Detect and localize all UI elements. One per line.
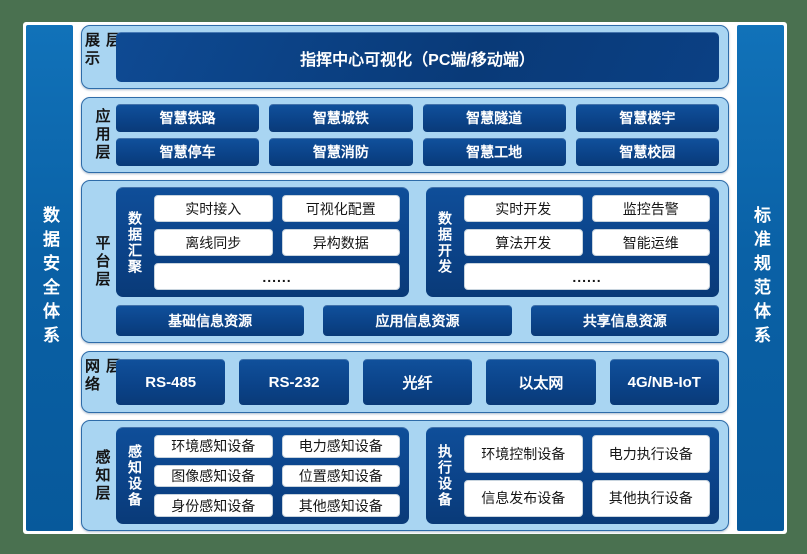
panel-network-layer: 网络层 RS-485 RS-232 光纤 以太网 4G/NB-IoT: [81, 350, 729, 413]
development-item: 算法开发: [464, 229, 583, 256]
diagram-canvas: 数据安全体系 展示层 指挥中心可视化（PC端/移动端） 应用层 智慧铁路 智慧城…: [23, 22, 787, 534]
app-box: 智慧城铁: [269, 103, 413, 132]
sensing-device-label: 感知设备: [127, 444, 143, 508]
network-box: 光纤: [362, 358, 473, 405]
aggregation-item: 异构数据: [281, 229, 400, 256]
network-box: 以太网: [486, 358, 596, 405]
aggregation-item: 可视化配置: [281, 195, 400, 222]
data-security-label: 数据安全体系: [40, 206, 59, 350]
network-grid: RS-485 RS-232 光纤 以太网 4G/NB-IoT: [116, 358, 719, 406]
platform-layer-label: 平台层: [93, 234, 111, 289]
development-item: 监控告警: [591, 195, 710, 222]
sensing-device-label-wrap: 感知设备: [125, 435, 145, 517]
development-item: 智能运维: [591, 229, 710, 256]
app-box: 智慧校园: [575, 137, 719, 166]
platform-groups: 数据汇聚 实时接入 可视化配置 离线同步 异构数据 ......: [116, 187, 719, 297]
resource-box: 基础信息资源: [116, 305, 305, 336]
app-box: 智慧楼宇: [575, 103, 719, 132]
application-grid: 智慧铁路 智慧城铁 智慧隧道 智慧楼宇 智慧停车 智慧消防 智慧工地 智慧校园: [116, 103, 719, 166]
display-layer-content: 指挥中心可视化（PC端/移动端）: [116, 32, 719, 82]
app-box: 智慧铁路: [116, 103, 260, 132]
data-aggregation-label: 数据汇聚: [127, 210, 143, 275]
perception-layer-content: 感知设备 环境感知设备 电力感知设备 图像感知设备 位置感知设备 身份感知设备 …: [116, 427, 719, 524]
app-box: 智慧消防: [269, 137, 413, 166]
execution-device-label: 执行设备: [437, 444, 453, 508]
data-development-label-wrap: 数据开发: [435, 195, 455, 290]
platform-column: 数据汇聚 实时接入 可视化配置 离线同步 异构数据 ......: [116, 187, 719, 336]
application-layer-content: 智慧铁路 智慧城铁 智慧隧道 智慧楼宇 智慧停车 智慧消防 智慧工地 智慧校园: [116, 103, 719, 166]
execution-item: 信息发布设备: [464, 479, 583, 517]
data-development-label: 数据开发: [437, 210, 453, 275]
panel-platform-layer: 平台层 数据汇聚 实时接入 可视化配置 离线同步 异构: [81, 180, 729, 343]
data-security-bar: 数据安全体系: [26, 25, 73, 531]
execution-device-grid: 环境控制设备 电力执行设备 信息发布设备 其他执行设备: [464, 435, 710, 517]
panel-perception-layer: 感知层 感知设备 环境感知设备 电力感知设备 图像感知设备 位置感知设备 身份感…: [81, 420, 729, 531]
perception-groups: 感知设备 环境感知设备 电力感知设备 图像感知设备 位置感知设备 身份感知设备 …: [116, 427, 719, 524]
sensing-item: 电力感知设备: [281, 435, 400, 458]
data-aggregation-group: 数据汇聚 实时接入 可视化配置 离线同步 异构数据 ......: [116, 187, 409, 297]
application-layer-label: 应用层: [93, 107, 111, 162]
display-layer-label-wrap: 展示层: [83, 32, 121, 82]
aggregation-item: 实时接入: [154, 195, 273, 222]
aggregation-item: 离线同步: [154, 229, 273, 256]
sensing-item: 图像感知设备: [154, 464, 273, 488]
sensing-device-grid: 环境感知设备 电力感知设备 图像感知设备 位置感知设备 身份感知设备 其他感知设…: [154, 435, 400, 517]
data-aggregation-label-wrap: 数据汇聚: [125, 195, 145, 290]
standard-spec-bar: 标准规范体系: [737, 25, 784, 531]
sensing-item: 身份感知设备: [154, 494, 273, 517]
data-development-group: 数据开发 实时开发 监控告警 算法开发 智能运维 ......: [426, 187, 719, 297]
network-layer-label-wrap: 网络层: [83, 358, 121, 406]
development-more: ......: [464, 263, 710, 290]
sensing-device-group: 感知设备 环境感知设备 电力感知设备 图像感知设备 位置感知设备 身份感知设备 …: [116, 427, 409, 524]
network-box: RS-232: [239, 358, 349, 405]
network-box: RS-485: [116, 358, 226, 405]
aggregation-more: ......: [154, 263, 400, 290]
app-box: 智慧停车: [116, 137, 260, 166]
perception-layer-label-wrap: 感知层: [88, 427, 116, 524]
platform-layer-content: 数据汇聚 实时接入 可视化配置 离线同步 异构数据 ......: [116, 187, 719, 336]
layer-stack: 展示层 指挥中心可视化（PC端/移动端） 应用层 智慧铁路 智慧城铁 智慧隧道 …: [81, 25, 729, 531]
development-item: 实时开发: [464, 195, 583, 222]
app-box: 智慧隧道: [422, 103, 566, 132]
sensing-item: 环境感知设备: [154, 435, 273, 458]
application-layer-label-wrap: 应用层: [88, 104, 116, 166]
panel-application-layer: 应用层 智慧铁路 智慧城铁 智慧隧道 智慧楼宇 智慧停车 智慧消防 智慧工地 智…: [81, 96, 729, 173]
platform-layer-label-wrap: 平台层: [88, 187, 116, 336]
execution-item: 电力执行设备: [591, 435, 710, 473]
execution-device-group: 执行设备 环境控制设备 电力执行设备 信息发布设备 其他执行设备: [426, 427, 719, 524]
standard-spec-label: 标准规范体系: [751, 206, 770, 350]
app-box: 智慧工地: [422, 137, 566, 166]
sensing-item: 位置感知设备: [281, 464, 400, 488]
data-aggregation-grid: 实时接入 可视化配置 离线同步 异构数据 ......: [154, 195, 400, 290]
network-box: 4G/NB-IoT: [609, 358, 719, 405]
execution-item: 其他执行设备: [591, 479, 710, 517]
sensing-item: 其他感知设备: [281, 494, 400, 517]
data-development-grid: 实时开发 监控告警 算法开发 智能运维 ......: [464, 195, 710, 290]
network-layer-content: RS-485 RS-232 光纤 以太网 4G/NB-IoT: [116, 358, 719, 406]
execution-device-label-wrap: 执行设备: [435, 435, 455, 517]
resource-box: 共享信息资源: [530, 305, 719, 336]
resource-box: 应用信息资源: [323, 305, 512, 336]
perception-layer-label: 感知层: [93, 448, 111, 503]
information-resources-row: 基础信息资源 应用信息资源 共享信息资源: [116, 305, 719, 336]
panel-display-layer: 展示层 指挥中心可视化（PC端/移动端）: [81, 25, 729, 89]
command-center-box: 指挥中心可视化（PC端/移动端）: [116, 32, 719, 82]
execution-item: 环境控制设备: [464, 435, 583, 473]
